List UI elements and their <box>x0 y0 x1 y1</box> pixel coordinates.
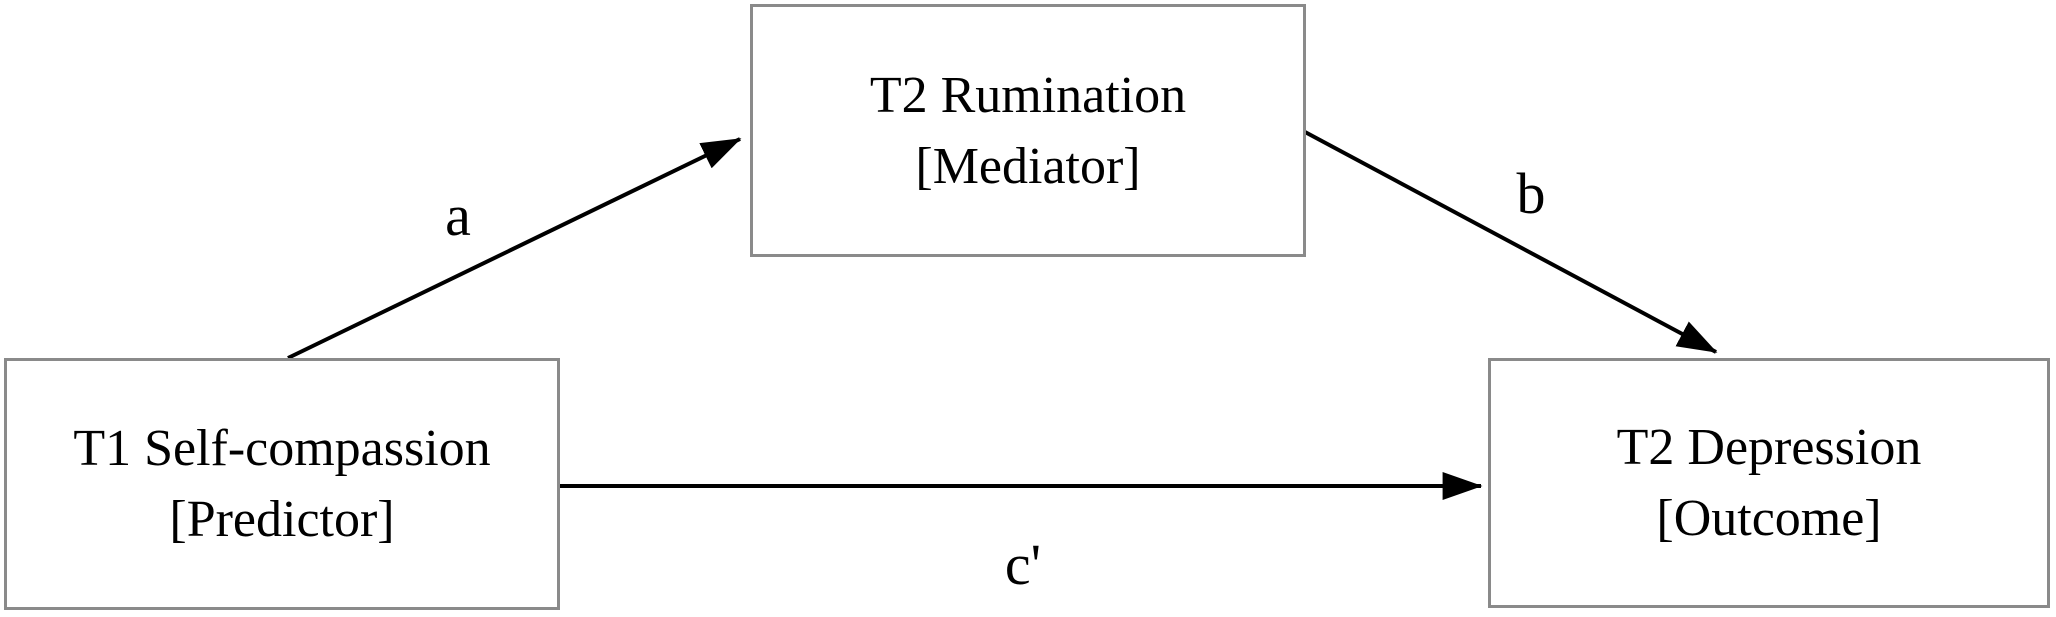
node-outcome-title: T2 Depression <box>1616 419 1922 476</box>
node-predictor: T1 Self-compassion [Predictor] <box>4 358 560 610</box>
node-mediator: T2 Rumination [Mediator] <box>750 4 1306 257</box>
node-predictor-role: [Predictor] <box>169 491 395 548</box>
node-predictor-title: T1 Self-compassion <box>73 420 491 477</box>
path-a-label: a <box>445 183 471 248</box>
node-outcome-role: [Outcome] <box>1656 490 1882 547</box>
node-mediator-title: T2 Rumination <box>869 66 1187 124</box>
node-outcome: T2 Depression [Outcome] <box>1488 358 2050 608</box>
path-a-arrow <box>287 137 742 360</box>
path-b-arrow <box>1304 130 1718 354</box>
path-c-prime-label: c' <box>1004 532 1042 597</box>
path-b-label: b <box>1516 161 1546 226</box>
node-mediator-role: [Mediator] <box>915 137 1141 195</box>
